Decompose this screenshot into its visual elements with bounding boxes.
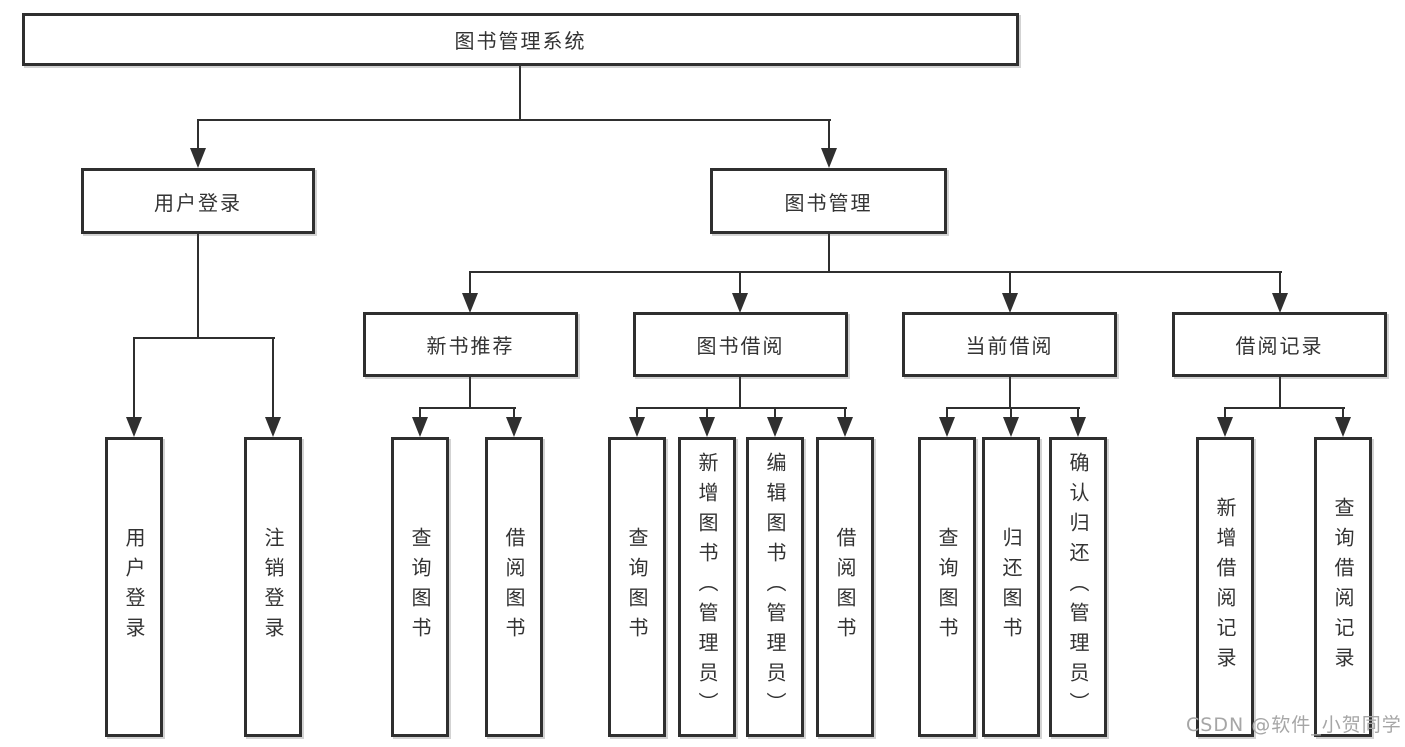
arrow-down-icon — [126, 417, 142, 437]
leaf-label: 注销登录 — [261, 527, 285, 647]
arrow-down-icon — [629, 417, 645, 437]
leaf-label: 借阅图书 — [833, 527, 857, 647]
node-new-book-recommendation: 新书推荐 — [363, 312, 578, 377]
arrow-down-icon — [767, 417, 783, 437]
connector-line — [739, 377, 741, 409]
leaf-logout: 注销登录 — [244, 437, 302, 737]
connector-line — [1077, 407, 1079, 419]
leaf-br-add-borrow-record: 新增借阅记录 — [1196, 437, 1254, 737]
leaf-bb-add-books-admin: 新增图书（管理员） — [678, 437, 736, 737]
leaf-label: 归还图书 — [999, 527, 1023, 647]
connector-line — [636, 407, 847, 409]
connector-line — [1010, 407, 1012, 419]
node-user-login: 用户登录 — [81, 168, 315, 234]
arrow-down-icon — [837, 417, 853, 437]
connector-line — [197, 119, 831, 121]
connector-line — [469, 271, 1282, 273]
leaf-bb-edit-books-admin: 编辑图书（管理员） — [746, 437, 804, 737]
connector-line — [1009, 271, 1011, 295]
connector-line — [828, 234, 830, 273]
leaf-br-query-borrow-record: 查询借阅记录 — [1314, 437, 1372, 737]
connector-line — [946, 407, 1080, 409]
arrow-down-icon — [506, 417, 522, 437]
arrow-down-icon — [939, 417, 955, 437]
connector-line — [133, 337, 275, 339]
connector-line — [828, 119, 830, 149]
connector-line — [197, 119, 199, 149]
leaf-label: 编辑图书（管理员） — [763, 452, 787, 722]
connector-line — [197, 233, 199, 339]
connector-line — [1279, 377, 1281, 409]
arrow-down-icon — [821, 148, 837, 168]
leaf-label: 查询图书 — [935, 527, 959, 647]
leaf-label: 查询借阅记录 — [1331, 497, 1355, 677]
arrow-down-icon — [699, 417, 715, 437]
leaf-label: 借阅图书 — [502, 527, 526, 647]
node-book-borrowing: 图书借阅 — [633, 312, 848, 377]
leaf-cb-confirm-return-admin: 确认归还（管理员） — [1049, 437, 1107, 737]
connector-line — [774, 407, 776, 419]
arrow-down-icon — [1335, 417, 1351, 437]
arrow-down-icon — [1003, 417, 1019, 437]
connector-line — [706, 407, 708, 419]
connector-line — [1224, 407, 1345, 409]
leaf-label: 确认归还（管理员） — [1066, 452, 1090, 722]
connector-line — [1224, 407, 1226, 419]
leaf-label: 查询图书 — [625, 527, 649, 647]
connector-line — [133, 337, 135, 419]
connector-line — [519, 66, 521, 119]
arrow-down-icon — [1002, 293, 1018, 313]
connector-line — [1279, 271, 1281, 295]
arrow-down-icon — [462, 293, 478, 313]
leaf-label: 新增图书（管理员） — [695, 452, 719, 722]
leaf-user-login: 用户登录 — [105, 437, 163, 737]
leaf-bb-query-books: 查询图书 — [608, 437, 666, 737]
connector-line — [1009, 377, 1011, 409]
leaf-cb-return-books: 归还图书 — [982, 437, 1040, 737]
connector-line — [1342, 407, 1344, 419]
leaf-bb-borrow-books: 借阅图书 — [816, 437, 874, 737]
arrow-down-icon — [265, 417, 281, 437]
arrow-down-icon — [1272, 293, 1288, 313]
leaf-label: 用户登录 — [122, 527, 146, 647]
connector-line — [844, 407, 846, 419]
node-book-management: 图书管理 — [710, 168, 947, 234]
node-current-borrowing: 当前借阅 — [902, 312, 1117, 377]
connector-line — [419, 407, 516, 409]
arrow-down-icon — [1070, 417, 1086, 437]
connector-line — [946, 407, 948, 419]
connector-line — [419, 407, 421, 419]
connector-line — [469, 271, 471, 295]
leaf-label: 查询图书 — [408, 527, 432, 647]
leaf-cb-query-books: 查询图书 — [918, 437, 976, 737]
node-library-system: 图书管理系统 — [22, 13, 1019, 66]
arrow-down-icon — [412, 417, 428, 437]
connector-line — [739, 271, 741, 295]
connector-line — [272, 337, 274, 419]
connector-line — [636, 407, 638, 419]
connector-line — [469, 377, 471, 409]
leaf-label: 新增借阅记录 — [1213, 497, 1237, 677]
arrow-down-icon — [1217, 417, 1233, 437]
arrow-down-icon — [732, 293, 748, 313]
leaf-nb-borrow-books: 借阅图书 — [485, 437, 543, 737]
connector-line — [513, 407, 515, 419]
csdn-watermark: CSDN @软件_小贺同学 — [1186, 714, 1402, 736]
arrow-down-icon — [190, 148, 206, 168]
node-borrowing-records: 借阅记录 — [1172, 312, 1387, 377]
leaf-nb-query-books: 查询图书 — [391, 437, 449, 737]
